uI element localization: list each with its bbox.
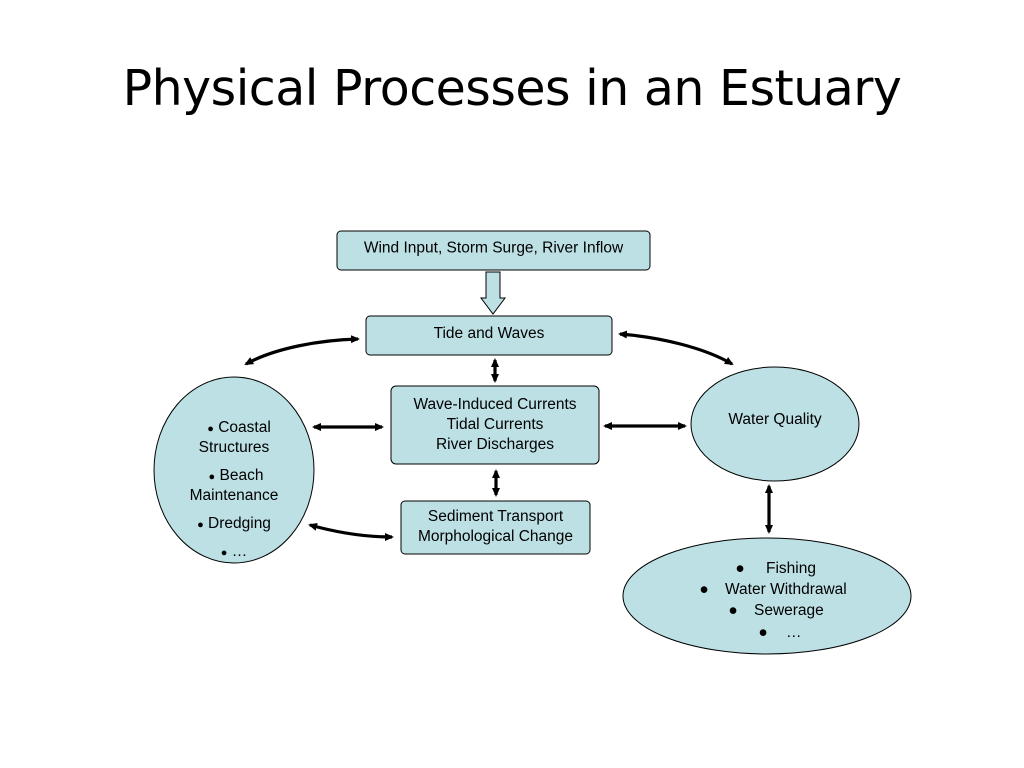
engineering-item-2-text: Beach [220, 467, 264, 484]
currents-line-3: River Discharges [436, 436, 554, 453]
sediment-line-1: Sediment Transport [428, 508, 564, 525]
engineering-item-2b: Maintenance [190, 487, 279, 504]
engineering-item-1b: Structures [199, 439, 270, 456]
engineering-item-3: ● Dredging [197, 515, 271, 532]
engineering-item-4: ● … [221, 543, 247, 560]
engineering-item-1-text: Coastal [218, 419, 271, 436]
uses-item-4: … [786, 624, 802, 641]
engineering-item-3-text: Dredging [208, 515, 271, 532]
currents-line-2: Tidal Currents [447, 416, 544, 433]
water-quality-label: Water Quality [728, 411, 822, 428]
arrow-tide-to-engineering [244, 335, 360, 366]
tide-waves-label: Tide and Waves [434, 325, 545, 342]
uses-node: ● Fishing ● Water Withdrawal ● Sewerage … [622, 537, 912, 655]
uses-item-1: Fishing [766, 560, 816, 577]
inputs-node: Wind Input, Storm Surge, River Inflow [336, 230, 651, 271]
slide-title: Physical Processes in an Estuary [122, 60, 902, 117]
uses-bullet-3-icon: ● [728, 602, 737, 619]
connectors [244, 330, 773, 541]
arrow-tide-to-water-quality [618, 330, 734, 366]
down-arrow-icon [480, 271, 506, 315]
currents-line-1: Wave-Induced Currents [413, 396, 576, 413]
uses-item-2: Water Withdrawal [725, 581, 847, 598]
uses-item-3: Sewerage [754, 602, 824, 619]
engineering-node: ● Coastal Structures ● Beach Maintenance… [153, 376, 315, 564]
currents-node: Wave-Induced Currents Tidal Currents Riv… [390, 385, 600, 465]
uses-bullet-4-icon: ● [758, 624, 767, 641]
inputs-label: Wind Input, Storm Surge, River Inflow [364, 240, 624, 257]
uses-bullet-1-icon: ● [735, 560, 744, 577]
engineering-item-1: ● Coastal [207, 419, 271, 436]
sediment-line-2: Morphological Change [418, 528, 573, 545]
engineering-item-4-text: … [232, 543, 248, 560]
arrow-engineering-to-sediment [308, 523, 394, 541]
uses-bullet-2-icon: ● [699, 581, 708, 598]
engineering-item-2: ● Beach [209, 467, 264, 484]
water-quality-node: Water Quality [690, 366, 860, 482]
sediment-node: Sediment Transport Morphological Change [400, 500, 591, 555]
tide-waves-node: Tide and Waves [365, 315, 613, 356]
